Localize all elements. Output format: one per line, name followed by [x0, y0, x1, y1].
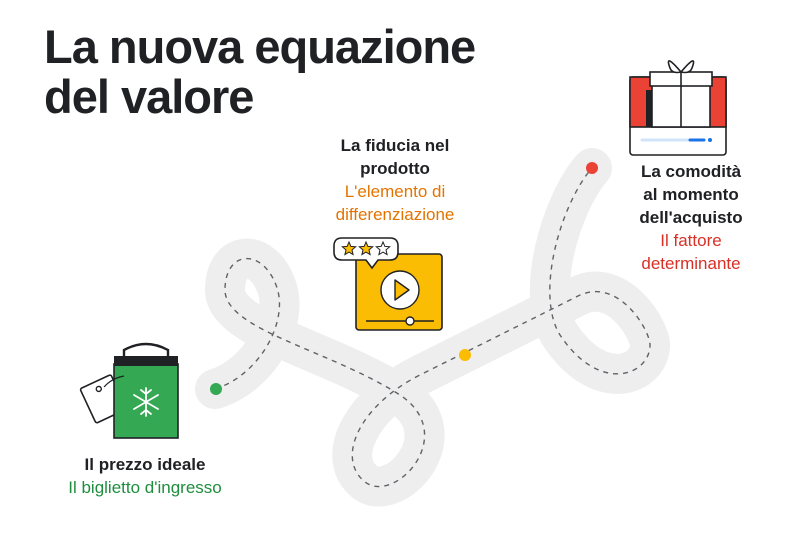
stage-title-convenience-line-2: al momento — [643, 185, 739, 204]
shopping-bag-icon — [79, 342, 179, 439]
stage-label-trust: La fiducia nel prodotto L'elemento di di… — [300, 134, 490, 226]
milestone-dot-price — [210, 383, 222, 395]
stage-title-convenience-line-1: La comodità — [640, 162, 742, 181]
stage-title-trust-line-1: La fiducia nel — [340, 136, 450, 155]
title-line-2: del valore — [44, 70, 254, 123]
stage-subtitle-convenience-line-2: determinante — [641, 254, 741, 273]
page-title: La nuova equazione del valore — [44, 20, 476, 123]
milestone-dot-convenience — [586, 162, 598, 174]
star-empty-icon — [375, 240, 391, 256]
gift-box-icon — [629, 60, 727, 156]
title-line-1: La nuova equazione — [44, 20, 476, 73]
star-filled-icon — [341, 240, 357, 256]
stage-label-convenience: La comodità al momento dell'acquisto Il … — [606, 160, 776, 275]
rating-bubble — [333, 237, 399, 270]
stage-label-price: Il prezzo ideale Il biglietto d'ingresso — [40, 453, 250, 499]
journey-route — [214, 167, 651, 488]
milestone-dot-trust — [459, 349, 471, 361]
star-filled-icon — [358, 240, 374, 256]
stage-subtitle-price: Il biglietto d'ingresso — [68, 478, 222, 497]
stage-title-trust-line-2: prodotto — [360, 159, 430, 178]
stage-subtitle-convenience-line-1: Il fattore — [660, 231, 722, 250]
stage-subtitle-trust-line-1: L'elemento di — [344, 182, 446, 201]
stage-title-convenience-line-3: dell'acquisto — [639, 208, 743, 227]
video-play-icon — [355, 253, 443, 331]
stage-subtitle-trust-line-2: differenziazione — [335, 205, 455, 224]
stage-title-price: Il prezzo ideale — [84, 455, 206, 474]
